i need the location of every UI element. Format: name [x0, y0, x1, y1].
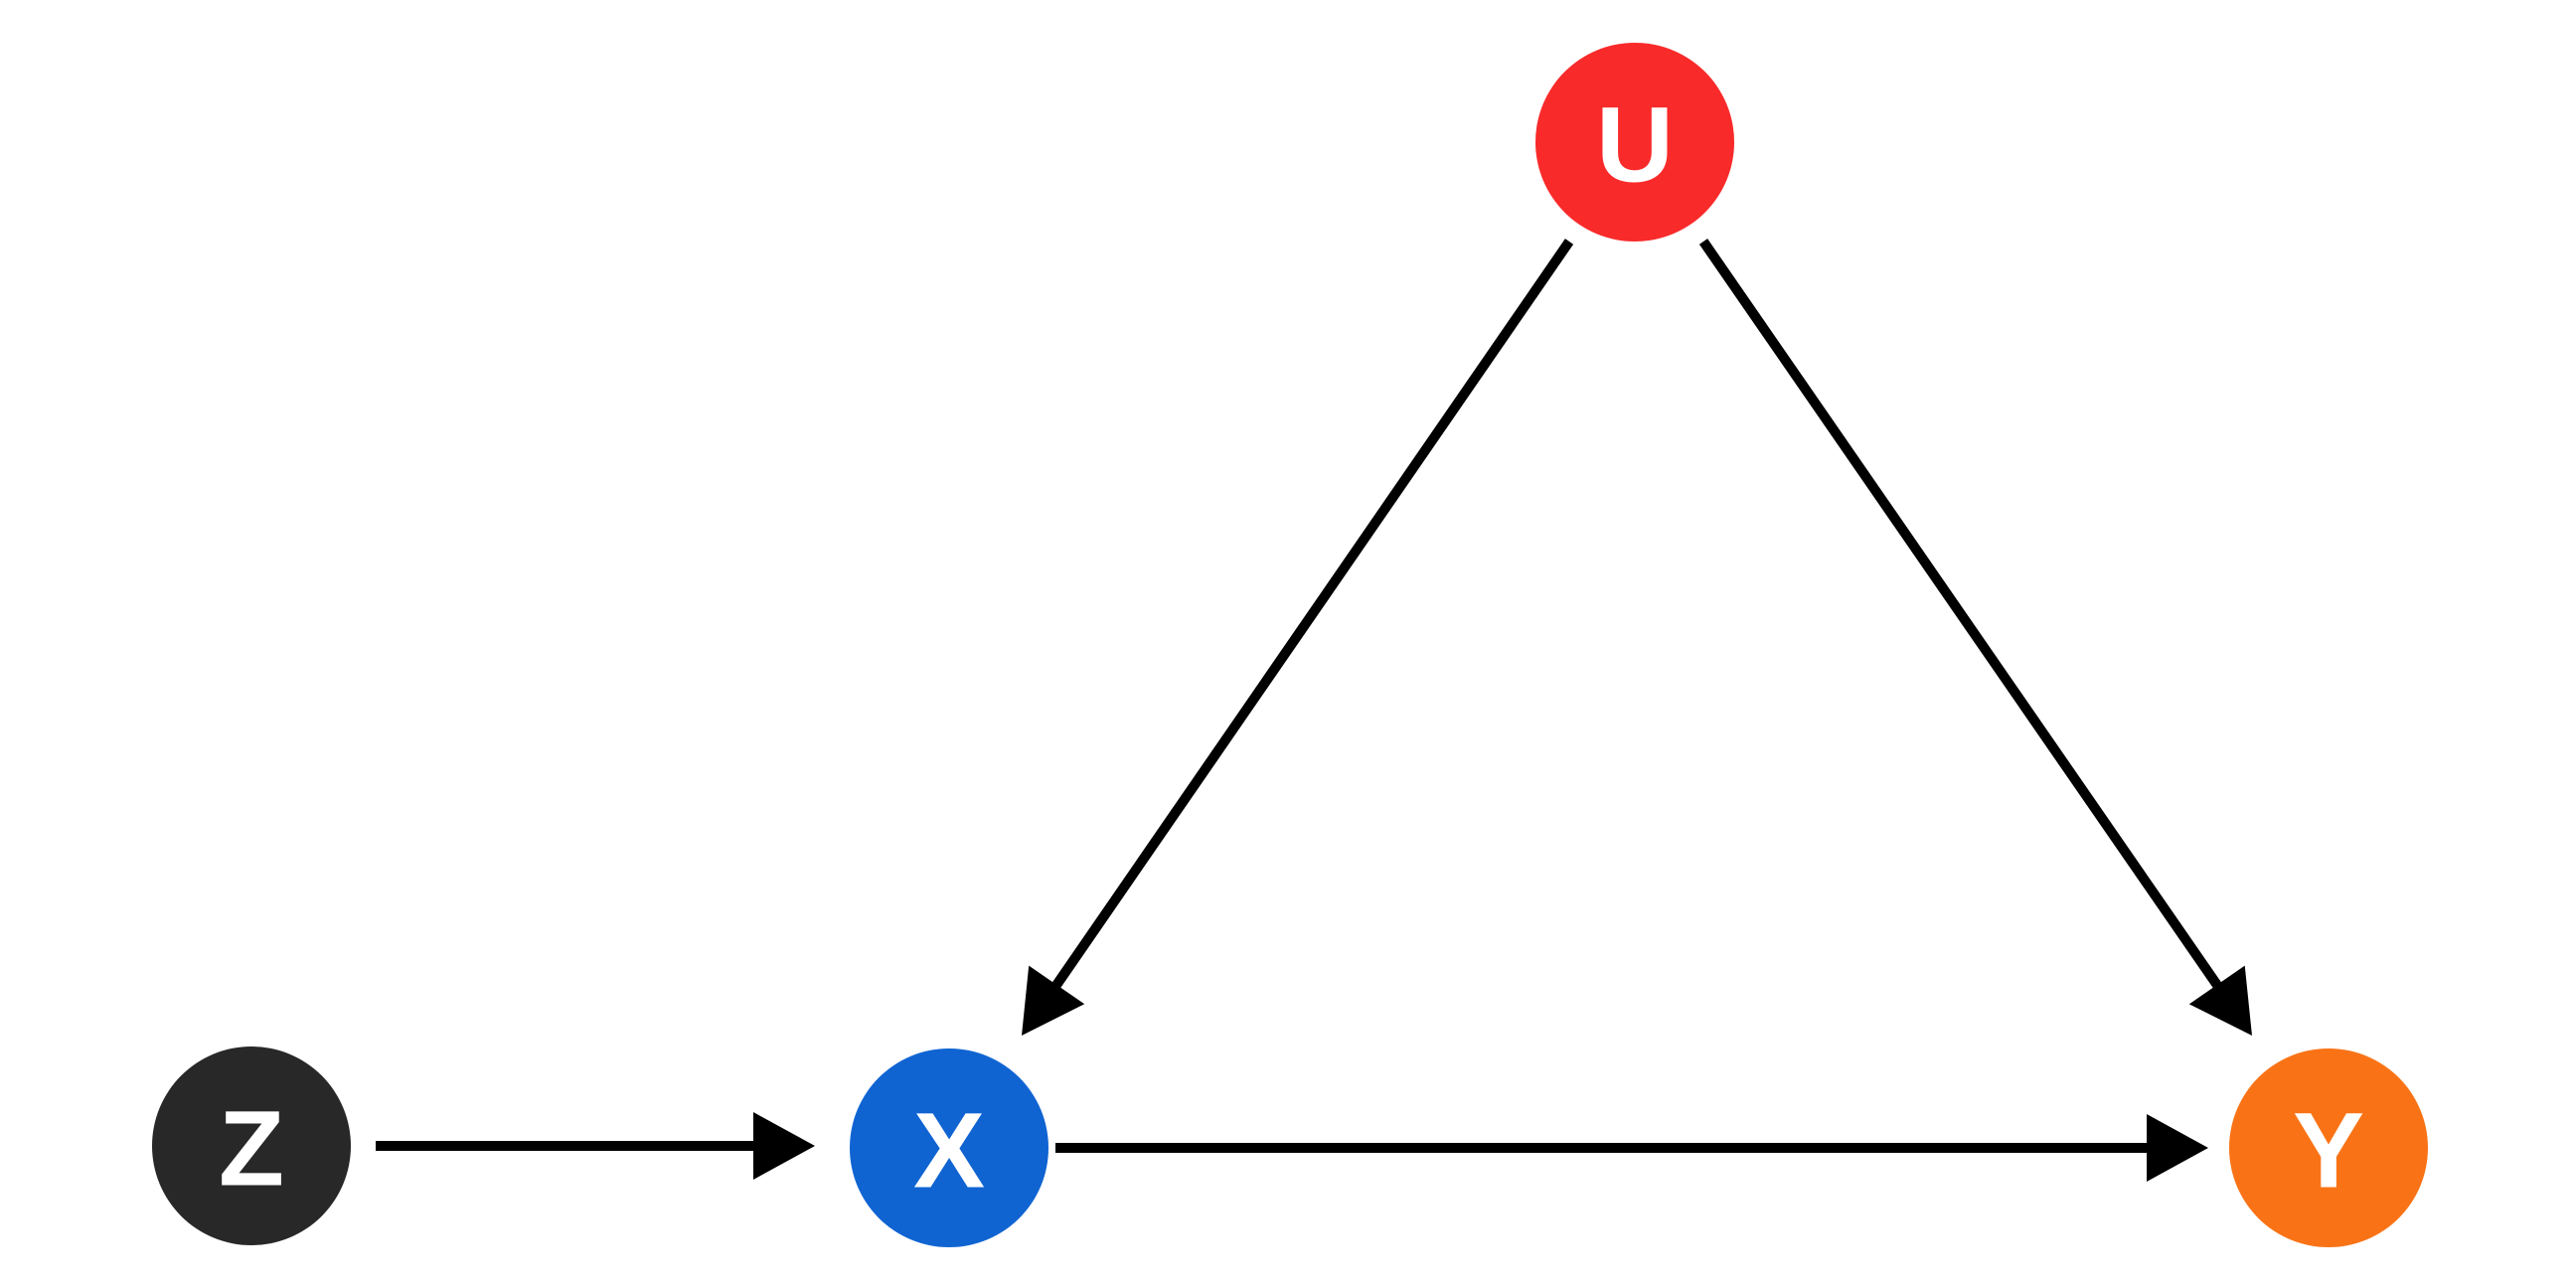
node-y-label: Y [2293, 1090, 2364, 1210]
node-z-circle [152, 1046, 351, 1245]
node-z-label: Z [219, 1088, 284, 1208]
edge-layer [376, 239, 2252, 1182]
node-x[interactable]: X [850, 1048, 1048, 1247]
edge-u-to-y[interactable] [1698, 239, 2252, 1036]
node-z[interactable]: Z [152, 1046, 351, 1245]
node-y-circle [2229, 1048, 2428, 1247]
edge-u-to-y-arrowhead [2188, 965, 2252, 1036]
edge-x-to-y[interactable] [1055, 1114, 2208, 1182]
edge-u-to-y-line [1698, 239, 2231, 1003]
node-u-label: U [1596, 84, 1674, 205]
edge-z-to-x[interactable] [376, 1112, 815, 1180]
node-u[interactable]: U [1535, 43, 1734, 242]
edge-x-to-y-arrowhead [2147, 1114, 2208, 1182]
edge-u-to-x-arrowhead [1022, 965, 1085, 1036]
edge-u-to-x-line [1043, 239, 1574, 1003]
node-x-circle [850, 1048, 1048, 1247]
edge-u-to-x[interactable] [1022, 239, 1574, 1036]
node-y[interactable]: Y [2229, 1048, 2428, 1247]
node-x-label: X [913, 1090, 985, 1210]
edge-z-to-x-arrowhead [753, 1112, 815, 1180]
node-u-circle [1535, 43, 1734, 242]
node-layer: U Z X Y [152, 43, 2428, 1247]
